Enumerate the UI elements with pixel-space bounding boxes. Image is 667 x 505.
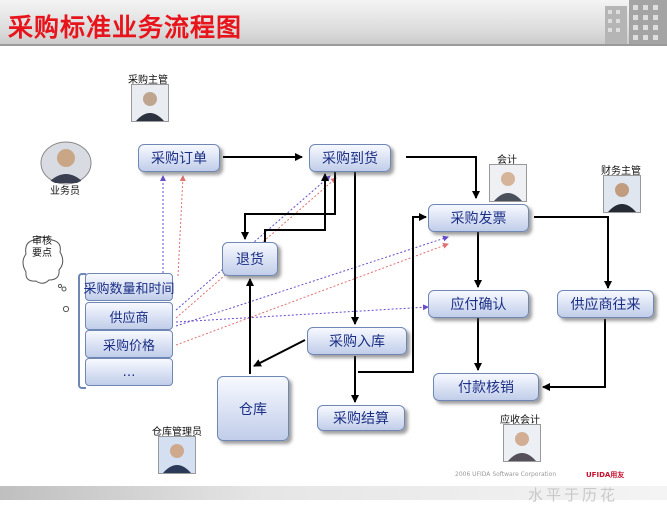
avatar-salesperson — [40, 141, 92, 185]
node-payable-confirm-label: 应付确认 — [450, 297, 507, 313]
role-salesperson-label: 业务员 — [50, 186, 80, 197]
review-item-supplier: 供应商 — [85, 302, 173, 330]
avatar-receivable-accountant — [503, 424, 541, 462]
building-decoration — [597, 0, 667, 46]
node-purchase-invoice-label: 采购发票 — [450, 211, 507, 227]
node-payable-confirm[interactable]: 应付确认 — [428, 290, 529, 318]
review-points-label: 审核要点 — [32, 236, 52, 259]
arrow-return-to-arrival — [264, 173, 329, 242]
watermark-text: 水平于历花 — [528, 486, 619, 504]
arrow-settlement-to-invoice — [358, 213, 427, 373]
review-item-supplier-label: 供应商 — [109, 310, 149, 326]
avatar-finance-manager — [603, 175, 641, 213]
avatar-accountant — [489, 164, 527, 202]
node-purchase-settlement-label: 采购结算 — [333, 411, 389, 427]
node-return-goods[interactable]: 退货 — [222, 242, 278, 276]
avatar-warehouse-keeper — [158, 436, 196, 474]
title-rule — [0, 44, 667, 46]
node-supplier-dealings-label: 供应商往来 — [570, 297, 641, 313]
dashed-link-supplier-arrival-2 — [175, 177, 337, 319]
node-payment-writeoff-label: 付款核销 — [458, 380, 514, 396]
node-warehouse-label: 仓库 — [239, 401, 267, 418]
node-purchase-invoice[interactable]: 采购发票 — [428, 204, 529, 232]
brand-logo-text: UFIDA用友 — [586, 471, 625, 479]
dashed-link-qty-order-2 — [177, 175, 186, 277]
node-warehouse[interactable]: 仓库 — [217, 376, 289, 441]
review-item-qty-time: 采购数量和时间 — [83, 273, 175, 301]
dashed-link-supplier-invoice — [175, 235, 449, 327]
node-purchase-warehousing-label: 采购入库 — [329, 334, 385, 350]
node-purchase-order[interactable]: 采购订单 — [138, 144, 220, 172]
node-payment-writeoff[interactable]: 付款核销 — [433, 373, 539, 401]
review-item-price: 采购价格 — [85, 330, 173, 358]
role-receivable-accountant-label: 应收会计 — [500, 415, 540, 426]
role-warehouse-keeper-label: 仓库管理员 — [152, 427, 202, 438]
dashed-link-supplier-payable — [175, 304, 429, 323]
review-item-etc-label: … — [122, 364, 136, 380]
arrow-arrival-to-invoice — [406, 156, 480, 199]
node-purchase-arrival[interactable]: 采购到货 — [309, 144, 391, 172]
role-purchasing-manager-label: 采购主管 — [128, 75, 168, 86]
review-cloud-bubble — [22, 236, 64, 288]
role-accountant-label: 会计 — [497, 155, 517, 166]
role-finance-manager-label: 财务主管 — [601, 166, 641, 177]
arrow-invoice-to-supplier — [534, 216, 612, 289]
review-item-price-label: 采购价格 — [102, 338, 155, 354]
copyright-text: 2006 UFIDA Software Corporation — [455, 471, 557, 478]
page-title: 采购标准业务流程图 — [8, 13, 243, 42]
review-list-bracket — [78, 273, 86, 389]
footer-band — [0, 486, 667, 500]
arrow-warehousing-to-warehouse — [253, 339, 306, 367]
arrow-supplier-to-writeoff — [542, 319, 606, 391]
node-purchase-order-label: 采购订单 — [151, 151, 207, 167]
node-purchase-settlement[interactable]: 采购结算 — [317, 405, 405, 431]
node-purchase-warehousing[interactable]: 采购入库 — [307, 327, 407, 355]
review-item-etc: … — [85, 358, 173, 386]
node-supplier-dealings[interactable]: 供应商往来 — [557, 290, 654, 318]
title-band — [0, 0, 667, 46]
avatar-purchasing-manager — [131, 84, 169, 122]
node-purchase-arrival-label: 采购到货 — [322, 151, 378, 167]
thought-dots — [61, 286, 70, 313]
dashed-link-price-invoice — [175, 242, 449, 346]
review-item-qty-time-label: 采购数量和时间 — [83, 281, 175, 297]
arrow-arrival-to-return — [241, 171, 336, 240]
node-return-goods-label: 退货 — [236, 252, 264, 268]
